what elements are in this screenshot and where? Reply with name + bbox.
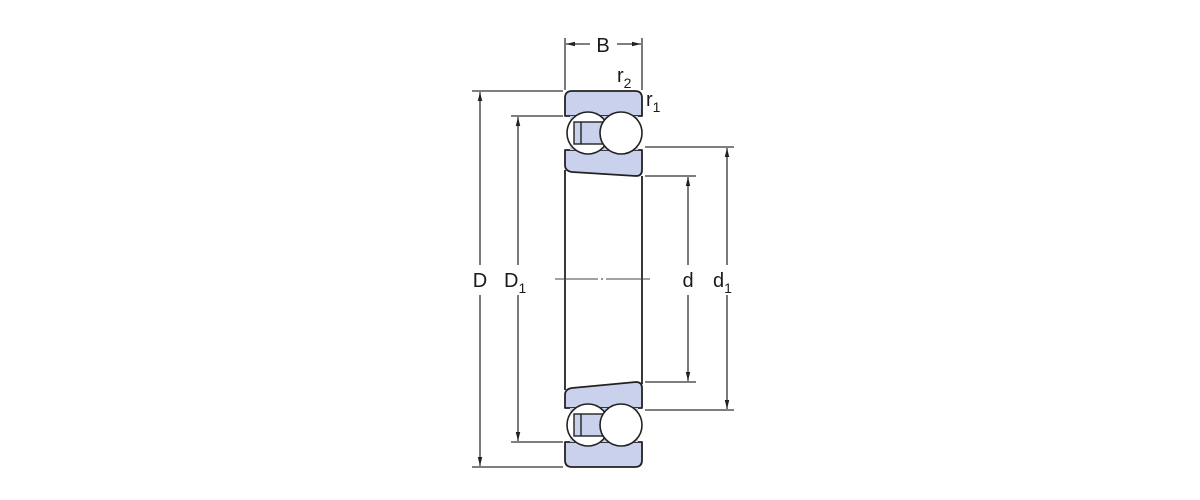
- inner-ring-top: [564, 149, 643, 177]
- ball-right-bottom: [599, 403, 643, 447]
- outer-ring-bottom: [564, 441, 643, 468]
- bottom-section: [564, 381, 643, 468]
- label-D: D: [473, 270, 487, 292]
- label-r2: r2: [617, 65, 632, 91]
- inner-ring-bottom: [564, 381, 643, 409]
- bearing-body: [564, 170, 643, 390]
- label-d1: d1: [713, 270, 732, 296]
- outer-ring-top: [564, 90, 643, 117]
- label-D1: D1: [504, 270, 526, 296]
- dimension-b: B: [564, 35, 643, 90]
- label-d: d: [682, 270, 693, 292]
- chamfer-r1-label: r1: [646, 89, 661, 115]
- label-r1: r1: [646, 89, 661, 115]
- ball-right-top: [599, 111, 643, 155]
- dimension-d1-inner: d1: [645, 146, 734, 411]
- label-b: B: [596, 35, 609, 57]
- chamfer-r2-label: r2: [617, 65, 632, 91]
- dimension-d-bore: d: [645, 175, 696, 383]
- dimension-d1-outer: D1: [504, 115, 563, 443]
- dimension-d-outer: D: [472, 90, 563, 468]
- top-section: [564, 90, 643, 177]
